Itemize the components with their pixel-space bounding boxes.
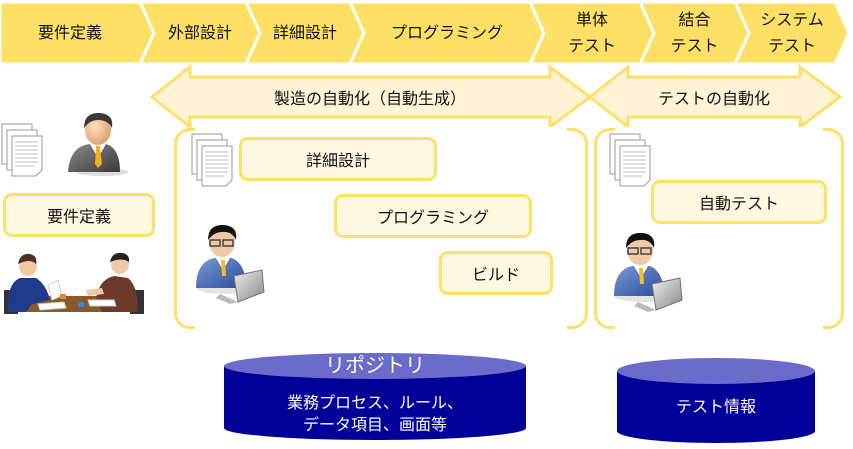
repository-title: リポジトリ	[325, 353, 425, 377]
process-step-label: プログラミング	[390, 23, 503, 42]
manufacturing-panel	[174, 127, 588, 330]
test-info-label: テスト情報	[675, 397, 756, 416]
business-person-icon	[68, 112, 128, 176]
tester-with-laptop-icon	[614, 232, 683, 312]
process-step-label: 単体 テスト	[567, 10, 616, 55]
process-step-label: システム テスト	[760, 10, 824, 55]
requirements-box: 要件定義	[3, 193, 155, 237]
process-step-label: 結合 テスト	[670, 10, 719, 55]
documents-icon	[191, 133, 233, 187]
build-box: ビルド	[439, 251, 553, 295]
programming-box: プログラミング	[334, 194, 532, 238]
detailed-design-box: 詳細設計	[239, 137, 437, 181]
developer-with-laptop-icon	[196, 224, 265, 304]
testing-panel	[594, 127, 844, 330]
test-info-cylinder	[617, 358, 815, 443]
testing-automation-arrow	[587, 63, 843, 131]
repository-line-1: 業務プロセス、ルール、	[286, 393, 463, 412]
meeting-illustration	[4, 252, 144, 314]
process-step-label: 詳細設計	[272, 23, 337, 42]
testing-automation-label: テストの自動化	[657, 89, 770, 108]
process-step-label: 要件定義	[37, 23, 102, 42]
documents-icon	[1, 123, 43, 177]
manufacturing-automation-label: 製造の自動化（自動生成）	[273, 89, 466, 108]
automated-test-box: 自動テスト	[651, 180, 827, 224]
repository-line-2: データ項目、画面等	[302, 415, 447, 434]
documents-icon	[609, 133, 651, 187]
process-step-chevron	[732, 0, 851, 66]
process-bar	[0, 0, 851, 66]
process-step-label: 外部設計	[167, 23, 232, 42]
repository-cylinder	[224, 353, 526, 440]
automation-arrows	[149, 63, 843, 131]
